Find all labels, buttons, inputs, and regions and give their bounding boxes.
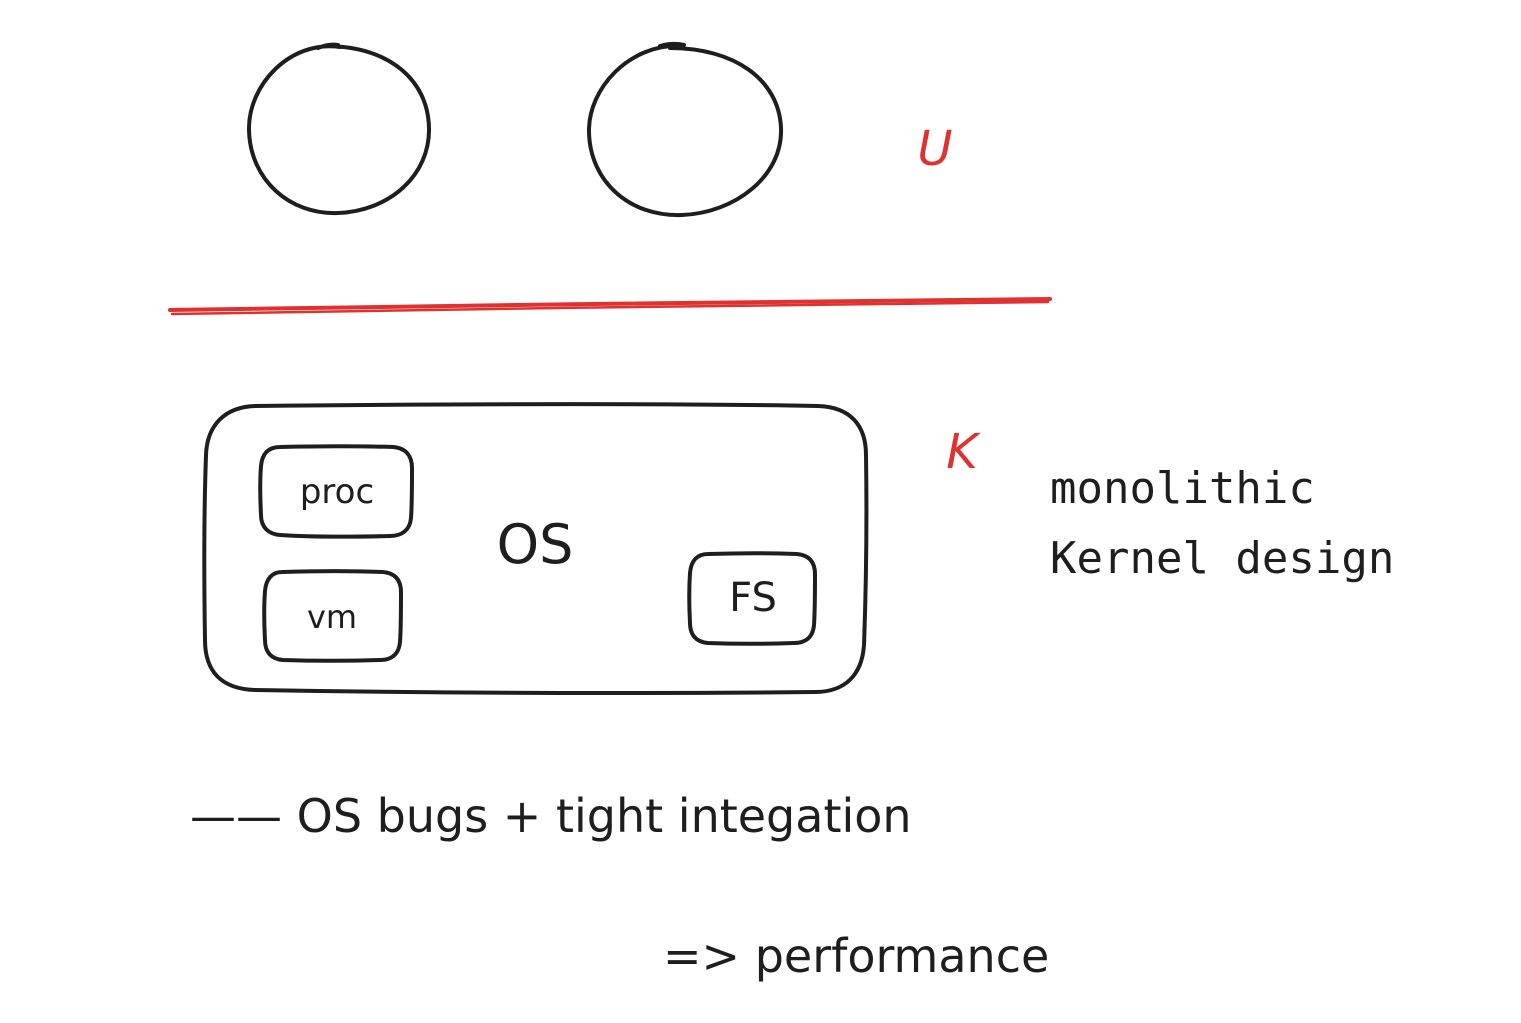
fs-module-label: FS: [729, 575, 777, 621]
benefit-note: => performance: [663, 929, 1049, 983]
vm-module-box: [262, 569, 403, 663]
drawback-note: —— OS bugs + tight integation: [190, 789, 912, 843]
user-space-label: U: [917, 121, 952, 177]
os-label: OS: [497, 513, 574, 576]
user-process-2: [586, 41, 784, 218]
kernel-box: [202, 402, 869, 696]
proc-module-box: [258, 444, 414, 539]
kernel-label: K: [946, 424, 981, 480]
proc-module-label: proc: [300, 472, 374, 512]
design-description-line-1: monolithic: [1050, 463, 1315, 514]
user-process-1: [246, 42, 432, 216]
vm-module-label: vm: [307, 598, 357, 636]
user-kernel-boundary-line: [168, 297, 1052, 316]
design-description-line-2: Kernel design: [1050, 533, 1394, 584]
fs-module-box: [687, 551, 817, 646]
